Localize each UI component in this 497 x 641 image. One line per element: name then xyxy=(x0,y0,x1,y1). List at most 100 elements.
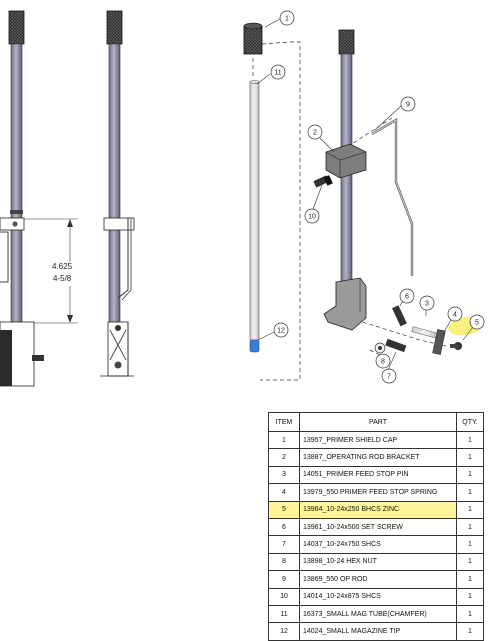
part-cell: 13869_550 OP ROD xyxy=(299,570,457,589)
bhcs-screw-5 xyxy=(450,342,462,350)
item-cell: 2 xyxy=(268,448,300,467)
knurled-cap xyxy=(8,10,25,45)
item-cell: 11 xyxy=(268,604,300,624)
op-rod-bend xyxy=(117,218,129,299)
callout-10: 10 xyxy=(304,208,320,224)
item-cell: 8 xyxy=(268,552,300,572)
item-cell: 6 xyxy=(268,517,300,537)
shcs-screw-7 xyxy=(385,338,407,353)
set-screw-6 xyxy=(392,305,407,327)
base-frame xyxy=(100,322,134,377)
qty-cell: 1 xyxy=(456,430,484,450)
part-cell: 14024_SMALL MAGAZINE TIP xyxy=(299,622,457,641)
callout-7: 7 xyxy=(381,368,397,384)
feed-stop-pin-3 xyxy=(411,326,439,339)
item-cell: 10 xyxy=(268,587,300,606)
svg-text:3: 3 xyxy=(425,301,429,308)
svg-text:4: 4 xyxy=(453,312,457,319)
small-magazine-tip xyxy=(249,339,260,353)
part-cell: 13979_550 PRIMER FEED STOP SPRING xyxy=(299,483,457,502)
header-part: PART xyxy=(299,412,457,432)
mag-tube xyxy=(10,43,23,335)
callout-9: 9 xyxy=(400,96,416,112)
svg-text:5: 5 xyxy=(475,320,479,327)
svg-text:6: 6 xyxy=(405,294,409,301)
part-cell: 13887_OPERATING ROD BRACKET xyxy=(299,448,457,467)
header-item: ITEM xyxy=(268,412,300,432)
qty-cell: 1 xyxy=(456,448,484,467)
item-cell: 7 xyxy=(268,535,300,554)
primer-shield-cap xyxy=(243,25,263,55)
svg-text:9: 9 xyxy=(406,102,410,109)
callout-3: 3 xyxy=(419,295,435,311)
base-linkage xyxy=(109,329,127,361)
callout-6: 6 xyxy=(399,288,415,304)
svg-text:11: 11 xyxy=(274,70,281,77)
knurled-top xyxy=(338,29,355,55)
callout-8: 8 xyxy=(375,353,391,369)
bracket-screw xyxy=(12,221,18,227)
shcs-screw-10 xyxy=(313,175,333,188)
dimension-fraction: 4-5/8 xyxy=(53,274,72,283)
op-rod-wire xyxy=(371,117,414,276)
svg-text:7: 7 xyxy=(387,374,391,381)
base-dark xyxy=(0,330,12,386)
op-rod-left xyxy=(0,231,9,283)
part-cell: 14014_10-24x875 SHCS xyxy=(299,587,457,606)
qty-cell: 1 xyxy=(456,517,484,537)
item-cell: 3 xyxy=(268,465,300,485)
dimension-decimal: 4.625 xyxy=(52,262,73,271)
callout-1: 1 xyxy=(279,10,295,26)
part-cell: 14051_PRIMER FEED STOP PIN xyxy=(299,465,457,485)
qty-cell: 1 xyxy=(456,483,484,502)
svg-text:8: 8 xyxy=(381,359,385,366)
qty-cell: 1 xyxy=(456,500,484,519)
item-cell: 5 xyxy=(268,500,300,519)
callout-11: 11 xyxy=(270,64,286,80)
tube-band xyxy=(10,210,23,214)
item-cell: 9 xyxy=(268,570,300,589)
part-cell: 13957_PRIMER SHIELD CAP xyxy=(299,430,457,450)
callout-4: 4 xyxy=(447,306,463,322)
base-knob xyxy=(114,361,122,369)
feed-stop-spring-4 xyxy=(432,329,446,355)
base-pivot xyxy=(115,325,121,331)
exploded-view: 1 11 2 9 10 12 6 3 4 5 8 7 xyxy=(243,10,485,384)
qty-cell: 1 xyxy=(456,570,484,589)
qty-cell: 1 xyxy=(456,465,484,485)
svg-text:12: 12 xyxy=(277,328,285,335)
part-cell: 13898_10-24 HEX NUT xyxy=(299,552,457,572)
table-header-row: ITEM PART QTY. xyxy=(268,412,484,432)
qty-cell: 1 xyxy=(456,552,484,572)
qty-cell: 1 xyxy=(456,604,484,624)
callout-2: 2 xyxy=(307,124,323,140)
svg-text:10: 10 xyxy=(308,214,316,221)
bracket xyxy=(0,217,25,231)
item-cell: 4 xyxy=(268,483,300,502)
side-view-side xyxy=(100,10,135,377)
header-qty: QTY. xyxy=(456,412,484,432)
knurled-cap xyxy=(106,10,123,45)
item-cell: 12 xyxy=(268,622,300,641)
hex-nut-8 xyxy=(374,342,386,354)
primer-base-block xyxy=(323,277,367,331)
bracket xyxy=(103,217,135,231)
operating-rod-bracket xyxy=(325,143,367,179)
mag-tube xyxy=(108,43,121,345)
callout-12: 12 xyxy=(273,322,289,338)
qty-cell: 1 xyxy=(456,535,484,554)
item-cell: 1 xyxy=(268,430,300,450)
side-view-front xyxy=(0,10,44,387)
